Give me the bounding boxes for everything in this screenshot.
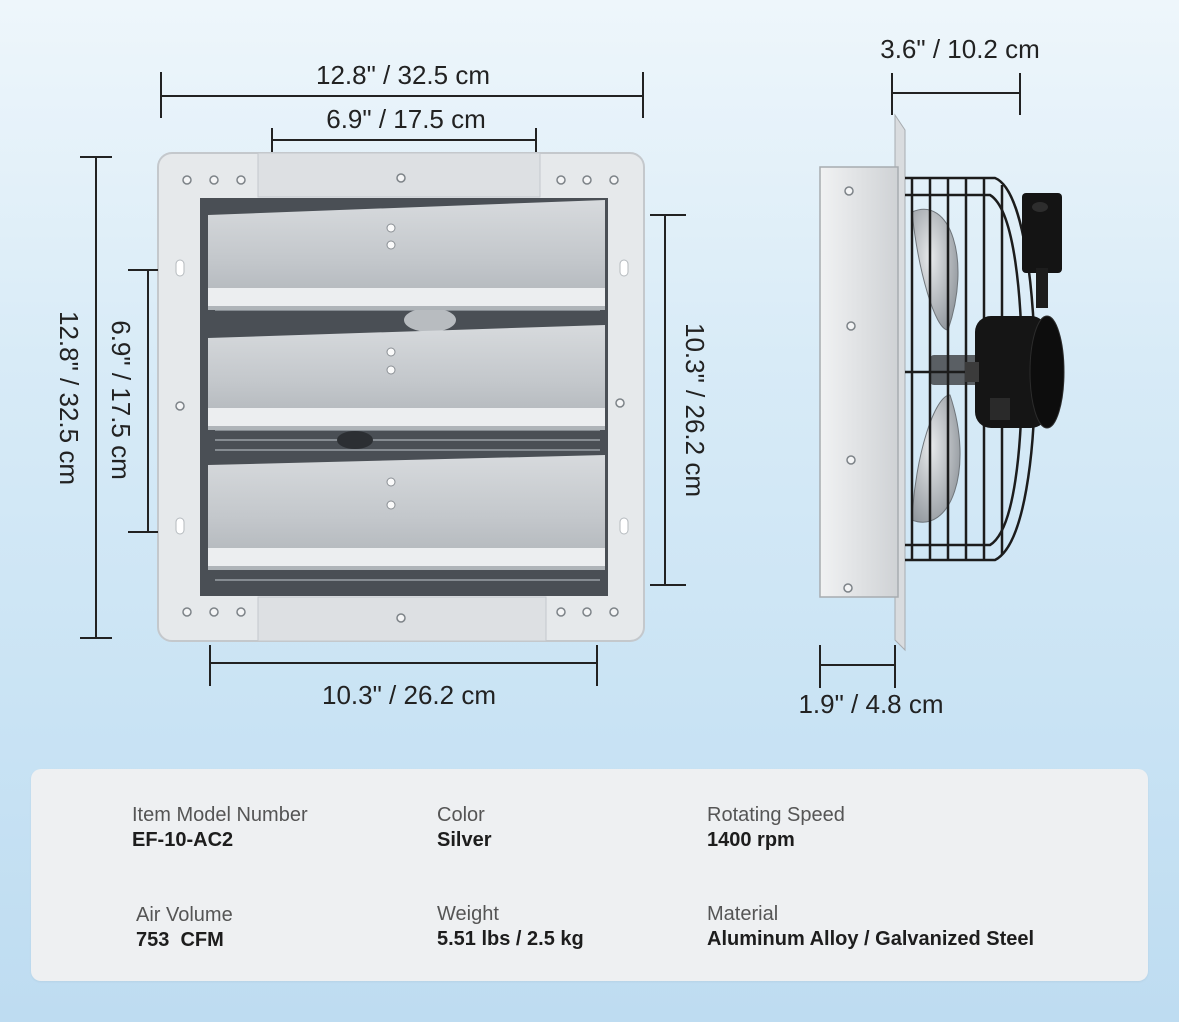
spec-air-volume: Air Volume 753 CFM [136,903,516,953]
shutter-slat-1 [208,200,605,310]
spec-model-number: Item Model Number EF-10-AC2 [132,803,512,853]
spec-value: Aluminum Alloy / Galvanized Steel [707,928,1035,950]
spec-label: Item Model Number [132,804,308,826]
spec-label: Rotating Speed [707,804,845,826]
spec-label: Air Volume [136,904,233,926]
dim-label-side-top: 3.6" / 10.2 cm [880,34,1040,64]
spec-value: 5.51 lbs / 2.5 kg [437,928,584,950]
spec-material: Material Aluminum Alloy / Galvanized Ste… [707,902,1127,952]
spec-value: EF-10-AC2 [132,829,234,851]
dim-label-front-right: 10.3" / 26.2 cm [680,323,710,497]
spec-value: 753 CFM [136,929,224,951]
junction-box [1022,193,1062,308]
spec-value: 1400 rpm [707,829,795,851]
side-housing [819,166,899,598]
dim-label-front-top-outer: 12.8" / 32.5 cm [316,60,490,90]
shutter-slat-3 [208,455,605,570]
dim-label-front-left-outer: 12.8" / 32.5 cm [54,311,84,485]
spec-rotating-speed: Rotating Speed 1400 rpm [707,803,1087,853]
spec-color: Color Silver [437,803,817,853]
shutter-slat-2 [208,325,605,430]
front-view-fan [157,152,645,642]
side-view-fan [819,113,1065,652]
spec-panel: Item Model Number EF-10-AC2 Color Silver… [31,769,1148,981]
spec-value: Silver [437,829,492,851]
motor [965,315,1065,429]
spec-label: Color [437,804,485,826]
dimension-lines-side [819,73,1021,688]
dim-label-front-top-inner: 6.9" / 17.5 cm [326,104,486,134]
spec-label: Weight [437,903,499,925]
dimension-lines-front [80,72,686,686]
dimension-diagram: 12.8" / 32.5 cm 6.9" / 17.5 cm 10.3" / 2… [54,34,1065,719]
dim-label-front-left-inner: 6.9" / 17.5 cm [106,320,136,480]
spec-weight: Weight 5.51 lbs / 2.5 kg [437,902,817,952]
frame-screws [175,173,625,623]
dim-label-side-bottom: 1.9" / 4.8 cm [798,689,943,719]
spec-label: Material [707,903,779,925]
dim-label-front-bottom: 10.3" / 26.2 cm [322,680,496,710]
